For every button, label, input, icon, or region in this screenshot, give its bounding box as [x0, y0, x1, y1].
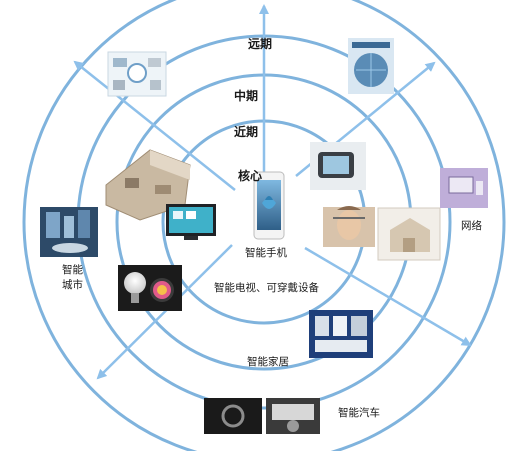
label-tv-wearable: 智能电视、可穿戴设备	[214, 281, 319, 294]
label-smartphone: 智能手机	[245, 246, 287, 259]
ring-label-near: 近期	[234, 124, 258, 139]
label-smart-city-line1: 智能	[62, 263, 83, 276]
home-control-panels-photo	[309, 310, 373, 358]
ring-label-mid: 中期	[234, 88, 258, 103]
smart-bulb-photo	[118, 265, 182, 311]
smartphone-photo	[253, 171, 285, 240]
ecosystem-infographic-photo	[107, 51, 167, 97]
arrow-lower-right	[304, 246, 472, 347]
network-devices-photo	[440, 168, 488, 208]
label-network: 网络	[461, 219, 482, 232]
smart-home-3d-photo	[105, 149, 191, 221]
photo-collage	[40, 38, 488, 434]
smart-glasses-photo	[323, 206, 375, 247]
label-smart-home: 智能家居	[247, 355, 289, 368]
category-labels: 智能手机 智能电视、可穿戴设备 智能家居 智能汽车 网络 智能 城市	[62, 219, 482, 419]
smart-tv-photo	[166, 204, 216, 240]
label-smart-car: 智能汽车	[338, 406, 380, 419]
smartwatch-photo	[310, 142, 366, 190]
ring-label-far: 远期	[248, 36, 272, 51]
smart-home-diagram-photo	[377, 207, 441, 261]
ring-labels: 远期 中期 近期 核心	[234, 36, 272, 183]
smart-city-photo	[40, 207, 98, 257]
label-smart-city-line2: 城市	[62, 278, 83, 291]
arrow-lower-left	[96, 244, 233, 380]
arrow-upper-left	[73, 60, 236, 191]
globe-network-photo	[348, 38, 394, 94]
ring-label-core: 核心	[238, 168, 262, 183]
car-interior-photo	[204, 398, 320, 434]
